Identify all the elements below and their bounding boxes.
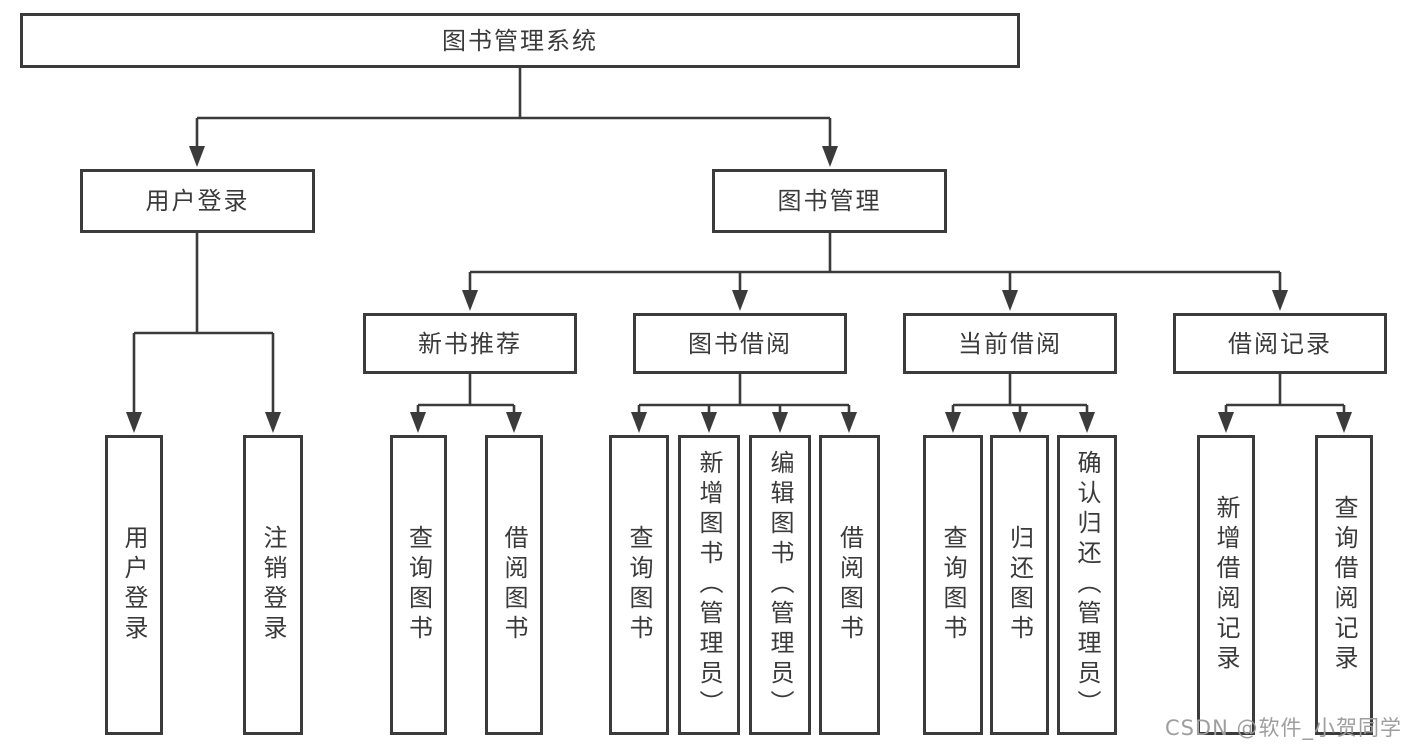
node-leaf-borrowing-borrow-books: 借阅图书: [819, 435, 880, 735]
node-book-management: 图书管理: [712, 169, 947, 233]
node-leaf-borrowing-edit-books-admin: 编辑图书（管理员）: [749, 435, 811, 735]
node-leaf-records-add-record: 新增借阅记录: [1197, 435, 1255, 735]
node-user-login: 用户登录: [80, 169, 315, 233]
node-book-borrowing: 图书借阅: [633, 313, 847, 374]
node-new-book-recommend: 新书推荐: [363, 313, 577, 374]
node-leaf-recommend-query-books: 查询图书: [390, 435, 447, 735]
node-leaf-current-return-books: 归还图书: [990, 435, 1049, 735]
node-leaf-recommend-borrow-books: 借阅图书: [485, 435, 543, 735]
node-leaf-records-query-record: 查询借阅记录: [1315, 435, 1373, 735]
node-leaf-borrowing-query-books: 查询图书: [609, 435, 669, 735]
node-leaf-current-confirm-return-admin: 确认归还（管理员）: [1057, 435, 1117, 735]
node-current-borrowing: 当前借阅: [903, 313, 1117, 374]
node-library-management-system: 图书管理系统: [20, 13, 1020, 68]
node-borrowing-records: 借阅记录: [1173, 313, 1387, 374]
csdn-watermark: CSDN @软件_小贺同学: [1164, 716, 1402, 740]
node-leaf-logout: 注销登录: [243, 435, 303, 735]
node-leaf-borrowing-add-books-admin: 新增图书（管理员）: [678, 435, 740, 735]
node-leaf-current-query-books: 查询图书: [923, 435, 983, 735]
node-leaf-user-login: 用户登录: [105, 435, 163, 735]
